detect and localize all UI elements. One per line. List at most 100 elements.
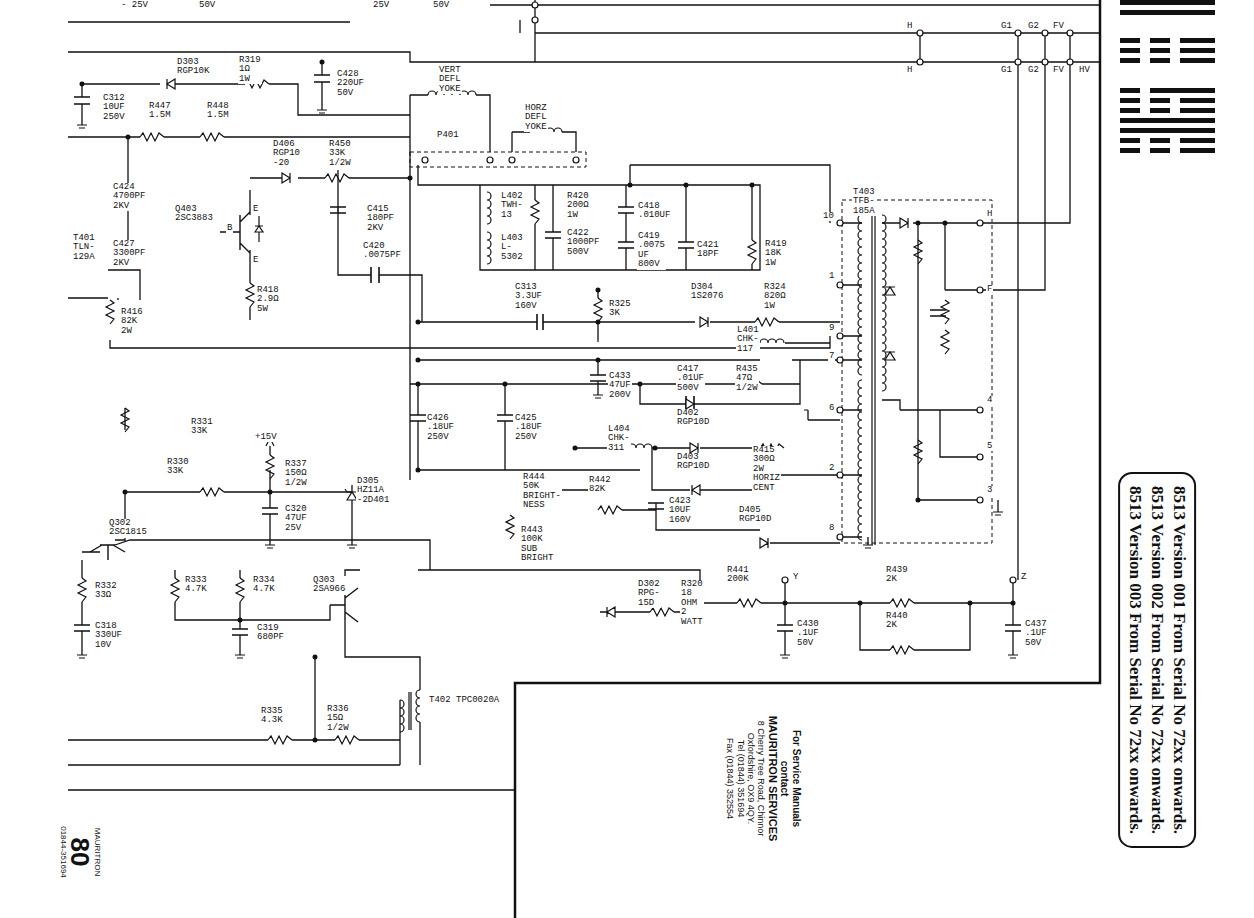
part-label: Q403 2SC3883 xyxy=(174,205,214,224)
part-label: R443 100K SUB BRIGHT xyxy=(520,526,554,564)
part-label: C419 .0075 UF 800V xyxy=(637,232,666,270)
part-label: R441 200K xyxy=(726,566,750,585)
logo-stripe xyxy=(1120,0,1215,5)
part-label: C421 18PF xyxy=(696,241,720,260)
logo-stripe xyxy=(1150,88,1215,93)
pin-label: - 25V xyxy=(120,1,149,10)
part-label: R336 15Ω 1/2W xyxy=(326,705,350,733)
junction-dots xyxy=(80,60,1016,743)
part-label: R335 4.3K xyxy=(260,707,284,726)
part-label: C422 1000PF 500V xyxy=(566,229,600,257)
logo-stripe xyxy=(1180,58,1215,63)
pin-label: 2 xyxy=(828,464,835,473)
pin-label: 8 xyxy=(828,524,835,533)
pin-label: Y xyxy=(792,573,799,582)
logo-stripe xyxy=(1150,148,1170,153)
transistor-symbols xyxy=(90,212,358,622)
pin-label: G2 xyxy=(1027,22,1040,31)
service-text: Oxfordshire, OX9 4QY. xyxy=(746,715,756,841)
pin-label: 50V xyxy=(432,1,450,10)
logo-stripe xyxy=(1150,58,1170,63)
logo-stripe xyxy=(1120,10,1215,15)
pin-label: Z xyxy=(1020,573,1027,582)
pin-label: B xyxy=(226,224,233,233)
part-label: VERT DEFL YOKE xyxy=(438,66,462,94)
logo-stripe xyxy=(1120,138,1140,143)
pin-label: 3 xyxy=(986,486,993,495)
part-label: C319 680PF xyxy=(256,624,285,643)
logo-stripe xyxy=(1150,48,1170,53)
part-label: D405 RGP10D xyxy=(738,506,772,525)
part-label: C426 .18UF 250V xyxy=(426,414,455,442)
part-label: C427 3300PF 2KV xyxy=(112,240,146,268)
part-label: C313 3.3UF 160V xyxy=(514,283,543,311)
logo-stripe xyxy=(1150,38,1170,43)
pin-label: F xyxy=(986,285,993,294)
part-label: R439 2K xyxy=(885,566,909,585)
logo-stripe xyxy=(1120,108,1140,113)
part-label: R330 33K xyxy=(166,458,190,477)
service-text: MAURITRON SERVICES xyxy=(767,715,780,841)
part-label: C417 .01UF 500V xyxy=(676,365,705,393)
pin-label: G1 xyxy=(1000,22,1013,31)
part-label: R320 18 OHM 2 WATT xyxy=(680,580,704,627)
part-label: C424 4700PF 2KV xyxy=(112,183,146,211)
part-label: R435 47Ω 1/2W xyxy=(735,365,759,393)
logo-stripe xyxy=(1120,148,1140,153)
pin-label: E xyxy=(252,256,259,265)
version-text: 8513 Version 001 From Serial No 72xx onw… xyxy=(1168,486,1190,834)
part-label: C430 .1UF 50V xyxy=(796,620,820,648)
pin-label: 4 xyxy=(986,396,993,405)
part-label: R448 1.5M xyxy=(206,102,230,121)
pin-label: FV xyxy=(1052,22,1065,31)
part-label: C425 .18UF 250V xyxy=(514,414,543,442)
wires xyxy=(68,0,1100,790)
part-label: D402 RGP10D xyxy=(676,409,710,428)
version-text: 8513 Version 003 From Serial No 72xx onw… xyxy=(1124,486,1146,834)
diode-symbols xyxy=(167,79,908,617)
part-label: R331 33K xyxy=(190,418,214,437)
part-label: R416 82K 2W xyxy=(120,308,144,336)
part-label: C418 .010UF xyxy=(637,202,671,221)
part-label: T403 TFB-185A xyxy=(852,188,876,216)
part-label: L401 CHK-117 xyxy=(736,326,760,354)
pin-label: E xyxy=(252,205,259,214)
pin-label: 50V xyxy=(198,1,216,10)
service-text: 8 Cherry Tree Road, Chinnor xyxy=(756,715,766,841)
pin-label: HV xyxy=(1078,66,1091,75)
pin-label: H xyxy=(906,22,913,31)
pin-label: 7 xyxy=(828,352,835,361)
version-text: 8513 Version 002 From Serial No 72xx onw… xyxy=(1146,486,1168,834)
part-label: D305 HZ11A -2D401 xyxy=(356,477,390,505)
border-line xyxy=(515,0,1100,918)
service-text: Fax (01844) 352554 xyxy=(725,715,735,841)
part-label: R325 3K xyxy=(608,300,632,319)
logo-stripe xyxy=(1120,48,1140,53)
logo-stripes xyxy=(1120,0,1215,153)
pin-label: 9 xyxy=(828,324,835,333)
footer-text: 01844-351694 xyxy=(59,826,67,878)
part-label: R333 4.7K xyxy=(184,576,208,595)
ground-symbols xyxy=(77,110,1018,658)
pin-label: P401 xyxy=(436,131,460,140)
part-label: R324 820Ω 1W xyxy=(763,283,787,311)
service-text: contact xyxy=(779,715,791,841)
part-label: R419 18K 1W xyxy=(764,240,788,268)
logo-stripe xyxy=(1120,118,1215,123)
pin-label: 6 xyxy=(828,404,835,413)
part-label: C320 47UF 25V xyxy=(284,505,308,533)
part-label: R450 33K 1/2W xyxy=(328,140,352,168)
part-label: R334 4.7K xyxy=(252,576,276,595)
service-note: For Service ManualscontactMAURITRON SERV… xyxy=(725,715,802,841)
service-text: Tel (01844) 351694 xyxy=(736,715,746,841)
part-label: D302 RPG-15D xyxy=(637,580,661,608)
part-label: R332 33Ω xyxy=(94,582,118,601)
logo-stripe xyxy=(1150,98,1170,103)
footer-text: MAURITRON xyxy=(93,826,101,878)
part-label: D303 RGP10K xyxy=(176,58,210,77)
version-box: 8513 Version 001 From Serial No 72xx onw… xyxy=(1118,472,1196,848)
logo-stripe xyxy=(1180,48,1215,53)
part-label: R420 200Ω 1W xyxy=(566,192,590,220)
logo-stripe xyxy=(1120,88,1140,93)
pin-label: 5 xyxy=(986,442,993,451)
